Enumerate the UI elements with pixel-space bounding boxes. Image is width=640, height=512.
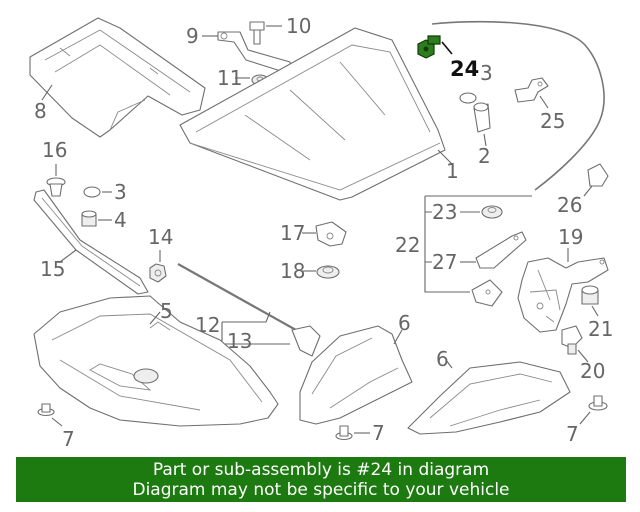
callout-2: 2 [478,144,491,168]
callout-4: 4 [114,208,127,232]
release-cable-part [431,20,605,191]
fender-shield-left-part [299,325,413,425]
latch-bracket-part [514,77,549,103]
clip-20-part [561,325,583,355]
callout-19: 19 [558,225,583,249]
callout-18: 18 [280,259,305,283]
hood-insulator-part [33,295,279,427]
callout-6a: 6 [398,311,411,335]
callout-20: 20 [580,359,605,383]
bumper-stop-part [473,102,491,133]
clip-7-right-part [588,395,608,411]
callout-7b: 7 [372,421,385,445]
callout-27: 27 [432,250,457,274]
nut-14-part [149,263,167,283]
callout-11: 11 [217,66,242,90]
callout-8: 8 [34,99,47,123]
grommet-18-part [316,265,340,279]
engine-shield-part [29,17,206,138]
bracket-27-part [475,231,527,269]
callout-5: 5 [160,299,173,323]
callout-9: 9 [186,24,199,48]
hood-part [179,27,446,201]
callout-24: 24 [450,57,479,81]
callout-14: 14 [148,225,173,249]
callout-26: 26 [557,193,582,217]
callout-16: 16 [42,138,67,162]
prop-rod-part [177,263,297,331]
info-banner: Part or sub-assembly is #24 in diagram D… [16,457,626,502]
fastener-4-part [81,210,97,227]
weatherstrip-part [33,189,149,295]
callout-6b: 6 [436,347,449,371]
cable-clip-part [587,163,609,187]
bolt-part [249,21,265,45]
latch-plate-part [471,279,503,307]
clip-16-part [46,177,66,197]
callout-17: 17 [280,221,305,245]
callout-7a: 7 [62,427,75,451]
highlighted-part-24 [417,35,441,59]
callout-23: 23 [432,200,457,224]
callout-25: 25 [540,109,565,133]
callout-7c: 7 [566,422,579,446]
callout-13: 13 [227,329,252,353]
banner-line-1: Part or sub-assembly is #24 in diagram [152,460,490,480]
callout-10: 10 [286,14,311,38]
callout-3b: 3 [114,180,127,204]
bushing-21-part [581,285,599,305]
clip-23-part [481,205,503,219]
prop-rod-holder-part [291,325,321,357]
fender-shield-right-part [407,361,571,435]
grommet-part [459,92,477,104]
callout-3a: 3 [480,61,493,85]
parts-diagram: 8 9 10 11 1 24 3 2 [29,14,613,451]
banner-line-2: Diagram may not be specific to your vehi… [132,480,510,500]
callout-21: 21 [588,317,613,341]
hood-latch-part [517,257,609,333]
callout-1: 1 [446,159,459,183]
clip-7-left-part [37,403,55,417]
callout-22: 22 [395,233,420,257]
clip-7-center-part [335,425,353,441]
striker-17-part [315,221,347,247]
callout-15: 15 [40,257,65,281]
grommet-left-part [83,186,101,198]
